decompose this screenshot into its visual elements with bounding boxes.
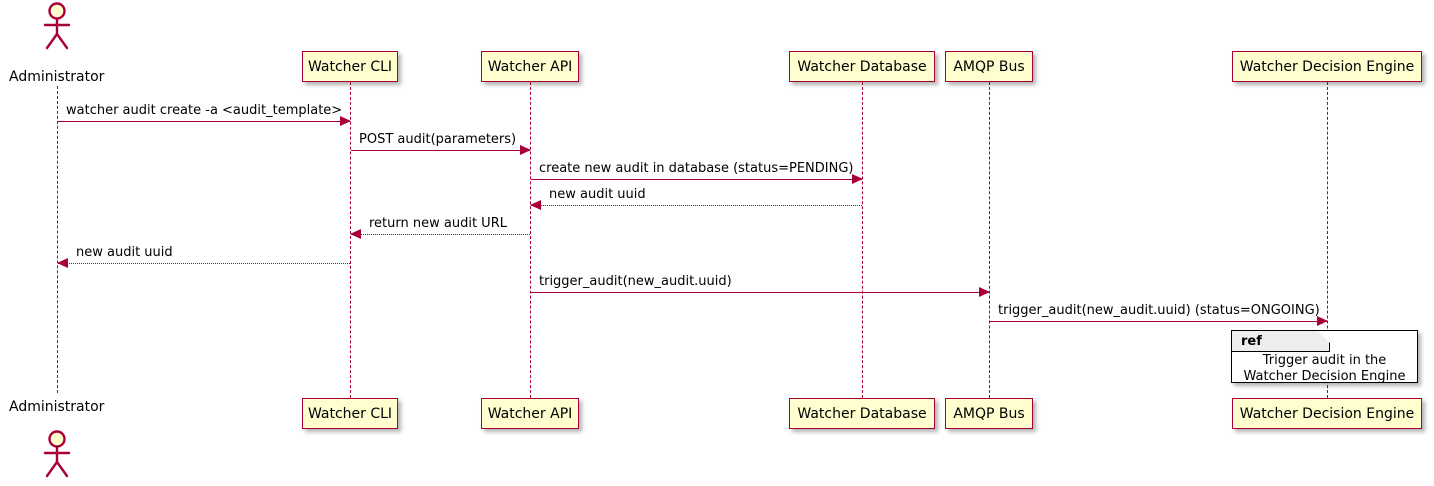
- participant-watcher-database-bottom[interactable]: Watcher Database: [789, 398, 935, 429]
- participant-label: Watcher API: [487, 58, 573, 75]
- actor-administrator-bottom-label: Administrator: [9, 399, 105, 415]
- participant-label: Watcher Decision Engine: [1239, 58, 1415, 75]
- participant-watcher-cli-bottom[interactable]: Watcher CLI: [302, 398, 398, 429]
- participant-label: Watcher API: [487, 405, 573, 422]
- lifeline-amqp-bus: [989, 82, 990, 398]
- message-line: [531, 179, 862, 180]
- message-label: create new audit in database (status=PEN…: [539, 161, 854, 176]
- message-line: [531, 292, 989, 293]
- participant-amqp-bus-top[interactable]: AMQP Bus: [945, 51, 1033, 82]
- message-label: trigger_audit(new_audit.uuid) (status=ON…: [998, 303, 1320, 318]
- message-label: trigger_audit(new_audit.uuid): [539, 274, 732, 289]
- message-label: new audit uuid: [76, 245, 173, 260]
- ref-fragment-keyword: ref: [1232, 331, 1330, 352]
- message-line: [351, 234, 530, 235]
- message-line: [58, 263, 350, 264]
- ref-fragment: ref Trigger audit in the Watcher Decisio…: [1231, 330, 1418, 385]
- arrowhead-right-icon: [1317, 316, 1328, 326]
- participant-watcher-decision-engine-top[interactable]: Watcher Decision Engine: [1232, 51, 1422, 82]
- participant-watcher-cli-top[interactable]: Watcher CLI: [302, 51, 398, 82]
- participant-label: AMQP Bus: [953, 405, 1025, 422]
- participant-amqp-bus-bottom[interactable]: AMQP Bus: [945, 398, 1033, 429]
- actor-administrator-top-icon: [35, 2, 79, 50]
- lifeline-watcher-api: [530, 82, 531, 398]
- lifeline-watcher-database: [862, 82, 863, 398]
- lifeline-administrator: [57, 86, 58, 393]
- message-label: return new audit URL: [369, 216, 507, 231]
- message-label: POST audit(parameters): [359, 132, 517, 147]
- participant-label: Watcher Decision Engine: [1239, 405, 1415, 422]
- message-line: [351, 150, 530, 151]
- participant-watcher-api-bottom[interactable]: Watcher API: [481, 398, 579, 429]
- arrowhead-right-icon: [979, 287, 990, 297]
- message-line: [58, 121, 350, 122]
- arrowhead-left-icon: [530, 200, 541, 210]
- participant-label: Watcher CLI: [307, 58, 393, 75]
- arrowhead-right-icon: [520, 145, 531, 155]
- participant-watcher-api-top[interactable]: Watcher API: [481, 51, 579, 82]
- arrowhead-left-icon: [57, 258, 68, 268]
- message-line: [531, 205, 862, 206]
- ref-fragment-line1: Trigger audit in the: [1262, 353, 1387, 368]
- arrowhead-right-icon: [340, 116, 351, 126]
- message-line: [990, 321, 1327, 322]
- message-label: new audit uuid: [549, 187, 646, 202]
- participant-label: Watcher Database: [797, 405, 927, 422]
- participant-watcher-database-top[interactable]: Watcher Database: [789, 51, 935, 82]
- actor-administrator-top-label: Administrator: [9, 69, 105, 85]
- arrowhead-left-icon: [350, 229, 361, 239]
- actor-administrator-bottom-icon: [35, 430, 79, 478]
- lifeline-watcher-cli: [350, 82, 351, 398]
- participant-label: Watcher CLI: [307, 405, 393, 422]
- lifeline-watcher-decision-engine: [1327, 82, 1328, 398]
- participant-watcher-decision-engine-bottom[interactable]: Watcher Decision Engine: [1232, 398, 1422, 429]
- ref-fragment-line2: Watcher Decision Engine: [1243, 369, 1406, 384]
- participant-label: Watcher Database: [797, 58, 927, 75]
- arrowhead-right-icon: [852, 174, 863, 184]
- ref-fragment-body: Trigger audit in the Watcher Decision En…: [1232, 353, 1417, 385]
- message-label: watcher audit create -a <audit_template>: [66, 103, 343, 118]
- participant-label: AMQP Bus: [953, 58, 1025, 75]
